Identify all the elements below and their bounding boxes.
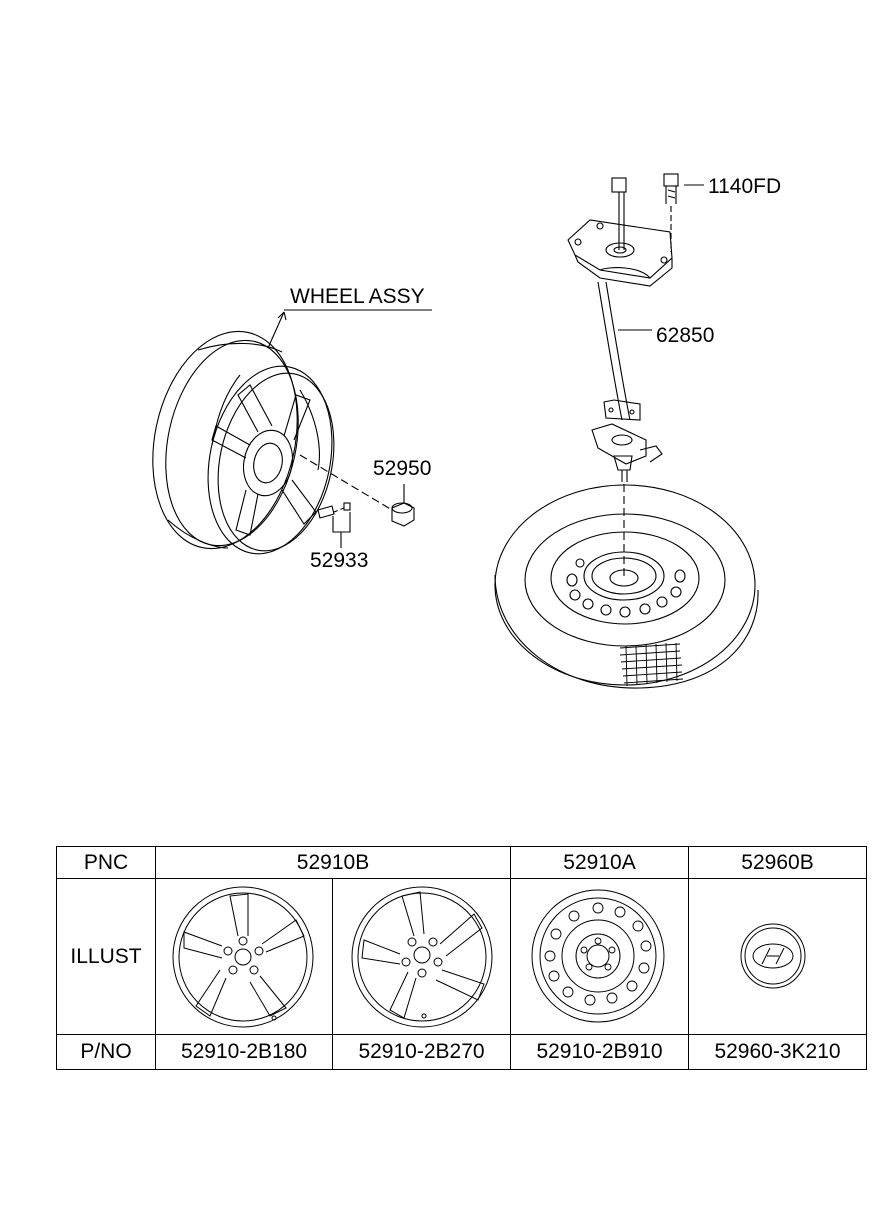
illust-cell-3 [510,878,689,1035]
pnc-52910a: 52910A [510,846,689,879]
table-row-pno: P/NO 52910-2B180 52910-2B270 52910-2B910… [56,1034,867,1070]
table-row-pnc: PNC 52910B 52910A 52960B [56,846,867,879]
table-row-illust: ILLUST [56,878,867,1035]
header-pnc: PNC [56,846,156,879]
header-pno: P/NO [56,1034,156,1070]
lug-nut-drawing [299,454,415,527]
tread-pattern [619,642,684,687]
label-1140fd: 1140FD [708,175,782,198]
pno-52910-2b910: 52910-2B910 [510,1034,689,1070]
parts-table: PNC 52910B 52910A 52960B ILLUST P/NO 529… [56,846,867,1070]
header-illust: ILLUST [56,878,156,1035]
alloy-wheel-drawing [152,309,432,555]
illust-cell-2 [332,878,511,1035]
pno-52910-2b180: 52910-2B180 [155,1034,333,1070]
label-52933: 52933 [310,549,369,572]
pno-52960-3k210: 52960-3K210 [688,1034,867,1070]
valve-stem-drawing [317,502,351,548]
tire-carrier-drawing [567,173,704,578]
pnc-52960b: 52960B [688,846,867,879]
spare-tire-drawing [494,484,759,689]
label-wheel-assy: WHEEL ASSY [290,285,425,308]
illust-cell-1 [155,878,333,1035]
pnc-52910b: 52910B [155,846,511,879]
label-52950: 52950 [373,457,432,480]
pno-52910-2b270: 52910-2B270 [332,1034,511,1070]
spare-rim-holes [566,558,686,618]
label-62850: 62850 [656,324,715,347]
illust-cell-4 [688,878,867,1035]
